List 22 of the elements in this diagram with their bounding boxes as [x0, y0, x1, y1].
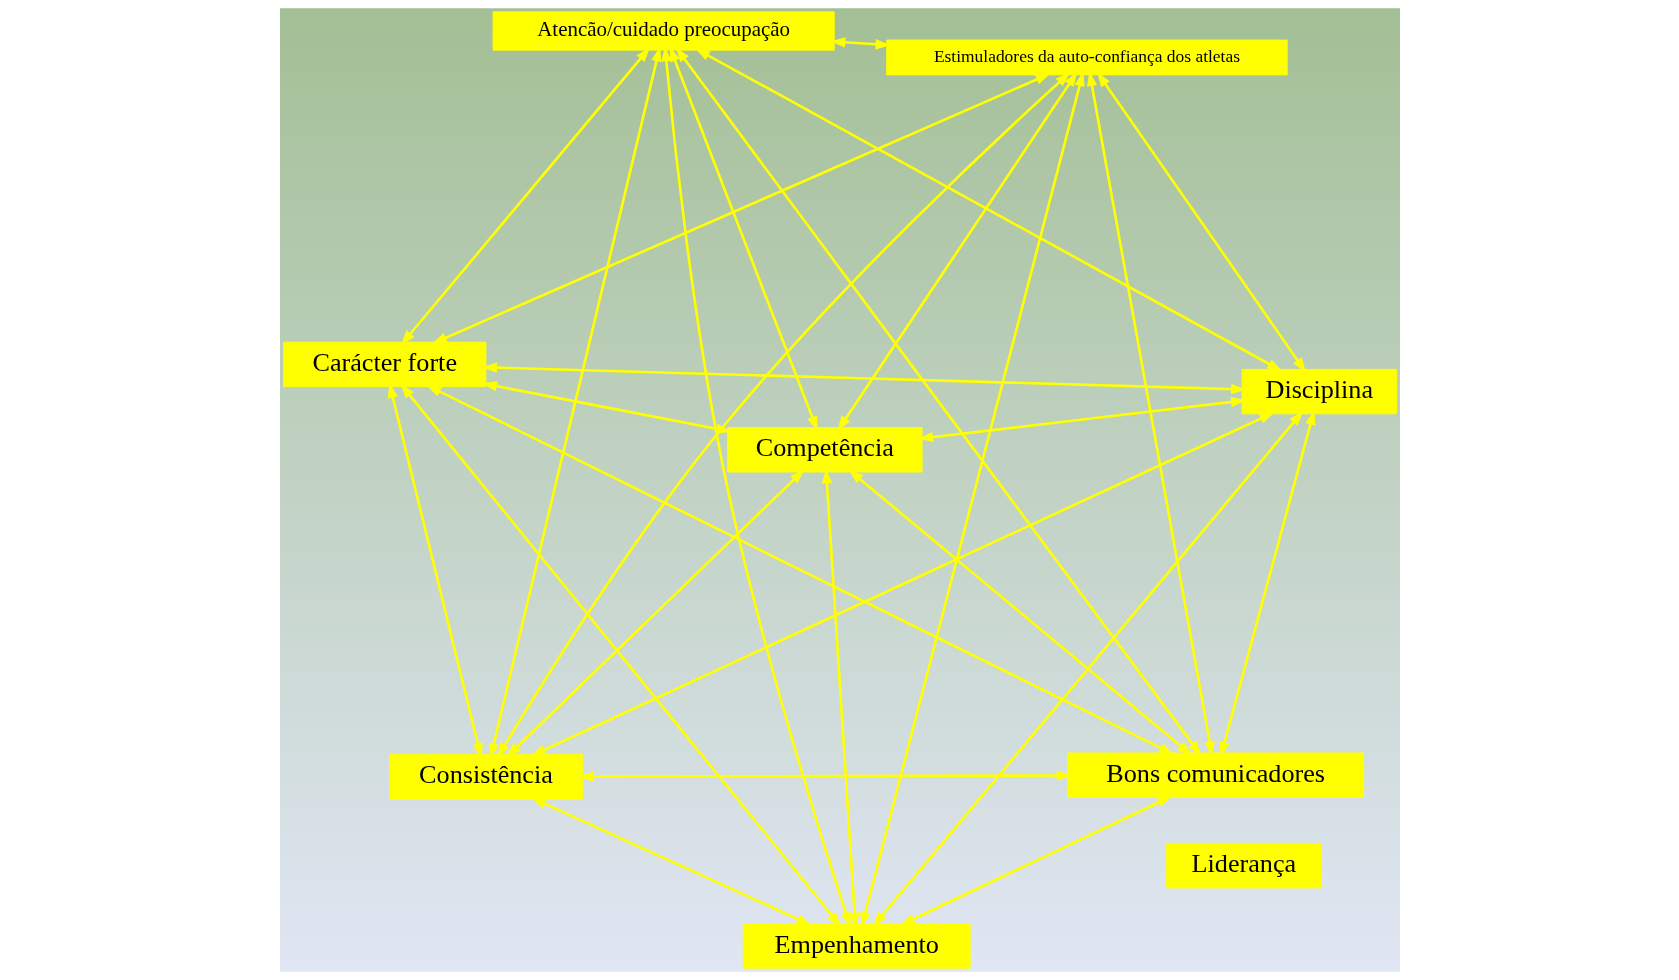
arrow	[400, 47, 650, 346]
node-box: Competência	[726, 427, 923, 473]
arrow	[425, 385, 1174, 755]
arrow	[399, 383, 841, 927]
node-box: Liderança	[1165, 843, 1322, 889]
arrow	[899, 795, 1172, 926]
arrow	[694, 48, 1282, 372]
arrow	[505, 469, 804, 758]
arrow	[848, 469, 1192, 756]
arrow	[496, 72, 1070, 758]
node-box: Consistência	[388, 754, 583, 800]
arrow	[675, 47, 1201, 756]
arrow	[530, 412, 1274, 757]
node-box: Estimuladores da auto-confiança dos atletas	[885, 39, 1288, 76]
node-box: Bons comunicadores	[1066, 752, 1364, 798]
arrow	[872, 410, 1303, 927]
node-box: Atencão/cuidado preocupação	[492, 11, 835, 51]
arrow	[431, 73, 1050, 344]
arrow	[530, 797, 811, 926]
node-box: Carácter forte	[282, 341, 486, 388]
node-box: Empenhamento	[742, 923, 971, 969]
node-box: Disciplina	[1241, 368, 1397, 415]
